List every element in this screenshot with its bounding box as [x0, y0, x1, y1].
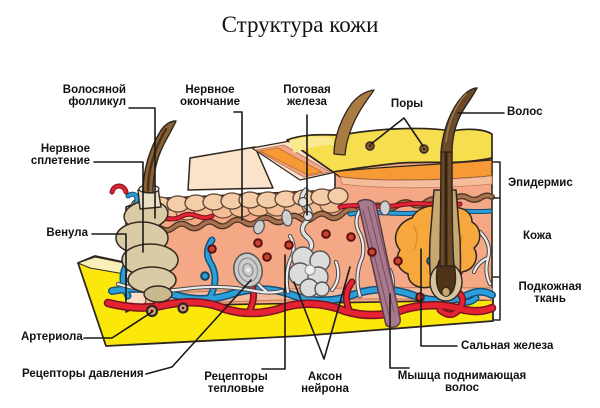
callout-lines — [83, 107, 505, 375]
receptor-bulbs — [253, 200, 391, 235]
label-pressure-receptors: Рецепторы давления — [22, 368, 144, 380]
label-sebaceous-gland: Сальная железа — [461, 340, 554, 352]
hair-left — [142, 120, 177, 194]
label-pores: Поры — [390, 98, 424, 110]
label-axon: Аксон нейрона — [301, 371, 349, 396]
diagram-title: Структура кожи — [221, 12, 379, 37]
callout-venule — [91, 233, 127, 301]
hair-middle — [333, 89, 375, 156]
label-arrector-muscle: Мышца поднимающая волос — [397, 370, 527, 395]
hair-follicle-shape — [115, 184, 179, 303]
label-heat-receptors: Рецепторы тепловые — [204, 371, 268, 396]
label-sweat-gland: Потовая железа — [283, 84, 331, 109]
callout-nerve-ending — [233, 111, 243, 221]
label-hair-follicle: Волосяной фолликул — [62, 84, 126, 109]
callout-pressure — [145, 279, 252, 375]
hair-right — [428, 87, 478, 302]
callout-muscle — [389, 293, 410, 369]
free-nerve-endings — [200, 220, 457, 302]
callout-hair-follicle — [128, 107, 156, 219]
callout-nerve-plexus — [93, 161, 144, 253]
label-subcutaneous: Подкожная ткань — [518, 281, 582, 306]
callout-sebaceous — [420, 248, 458, 347]
label-venule: Венула — [46, 227, 88, 239]
label-nerve-ending: Нервное окончание — [179, 84, 241, 109]
callout-arteriole — [83, 311, 153, 339]
sweat-gland-shape — [288, 187, 331, 298]
layer-bracket — [492, 161, 501, 321]
label-epidermis: Эпидермис — [508, 177, 573, 189]
pressure-receptor-shape — [233, 252, 263, 288]
label-derma: Кожа — [523, 230, 552, 242]
callout-heat — [261, 254, 286, 370]
callout-axon — [293, 266, 351, 360]
callout-pores — [370, 117, 424, 147]
cut-vessel-stubs — [145, 302, 189, 318]
label-hair: Волос — [507, 106, 543, 118]
label-nerve-plexus: Нервное сплетение — [30, 143, 90, 168]
dermal-papillae — [130, 187, 349, 223]
label-arteriole: Артериола — [21, 331, 83, 343]
